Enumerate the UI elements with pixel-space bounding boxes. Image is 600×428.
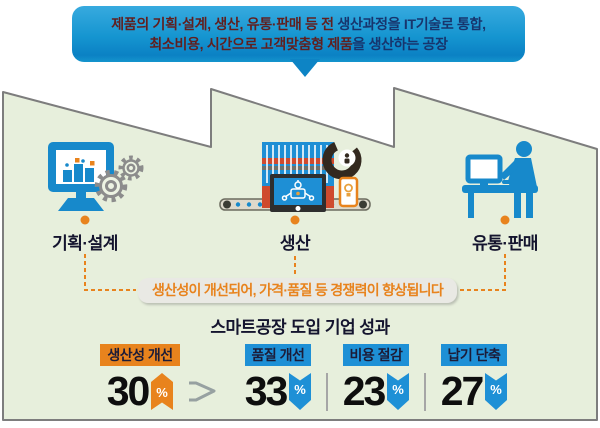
speech-bubble-tail: [290, 59, 320, 77]
robot-screen-graphic: [281, 180, 315, 201]
svg-text:%: %: [491, 382, 503, 397]
svg-text:%: %: [393, 382, 405, 397]
stat-label-quality: 품질 개선: [244, 344, 312, 366]
intro-speech-bubble: 제품의 기획·설계, 생산, 유통·판매 등 전 생산과정을 IT기술로 통합,…: [72, 6, 525, 62]
results-title: 스마트공장 도입 기업 성과: [210, 318, 390, 337]
intro-line-2: 최소비용, 시간으로 고객맞춤형 제품을 생산하는 공장: [149, 36, 448, 52]
intro-line-1: 제품의 기획·설계, 생산, 유통·판매 등 전 생산과정을 IT기술로 통합,: [111, 16, 486, 32]
stat-delivery: 납기 단축 27 %: [426, 344, 522, 414]
percent-down-badge: %: [485, 373, 508, 410]
productivity-note: 생산성이 개선되어, 가격·품질 등 경쟁력이 향상됩니다: [138, 278, 457, 303]
stat-productivity: 생산성 개선 30 %: [92, 344, 188, 414]
stage-label-production: 생산: [279, 234, 311, 253]
distribution-sales-icon: [462, 141, 538, 218]
gear-icon: [94, 155, 144, 203]
intro-text: 제품의 기획·설계, 생산, 유통·판매 등 전 생산과정을 IT기술로 통합,…: [72, 6, 525, 62]
production-machine-icon: [219, 140, 371, 212]
stat-cost: 비용 절감 23 %: [328, 344, 424, 414]
stat-label-productivity: 생산성 개선: [100, 344, 180, 366]
percent-down-badge: %: [289, 373, 312, 410]
percent-down-badge: %: [387, 373, 410, 410]
stat-quality: 품질 개선 33 %: [230, 344, 326, 414]
svg-text:%: %: [295, 382, 307, 397]
stat-value-quality: 33: [244, 368, 289, 414]
stat-divider: [326, 373, 328, 411]
stat-label-cost: 비용 절감: [342, 344, 410, 366]
arrow-chevron-icon: [189, 381, 216, 402]
stat-label-delivery: 납기 단축: [440, 344, 508, 366]
machine-stripes: [266, 145, 328, 183]
person-head: [516, 141, 532, 157]
stat-divider: [424, 373, 426, 411]
stat-value-cost: 23: [342, 368, 387, 414]
planning-design-icon: [48, 142, 144, 211]
stage-label-planning: 기획·설계: [52, 234, 118, 253]
svg-text:%: %: [157, 385, 169, 400]
percent-up-badge: %: [151, 373, 174, 410]
stat-value-delivery: 27: [440, 368, 485, 414]
stage-label-distribution: 유통·판매: [472, 234, 538, 253]
stat-value-productivity: 30: [106, 368, 151, 414]
smart-phone-icon: [338, 176, 359, 208]
